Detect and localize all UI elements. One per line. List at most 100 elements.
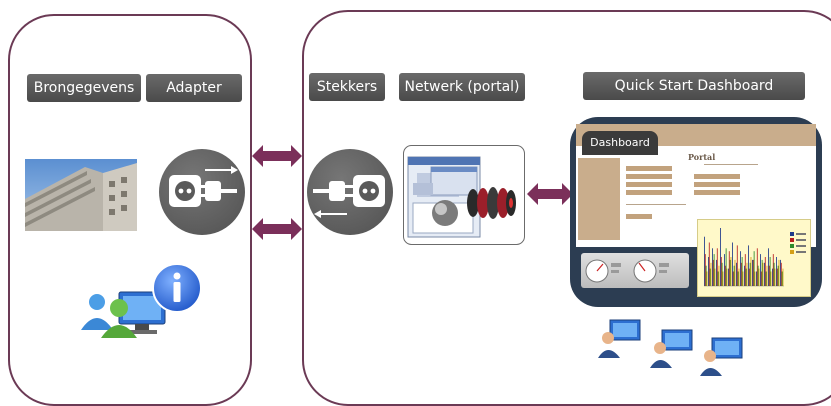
chart-bar xyxy=(728,251,730,286)
dashboard-button[interactable] xyxy=(626,182,672,187)
dashboard-gauges xyxy=(581,253,689,288)
chart-bar xyxy=(756,271,757,286)
dashboard-button[interactable] xyxy=(694,174,740,179)
dashboard-portal-heading: Portal xyxy=(688,152,716,162)
chart-bar xyxy=(732,242,733,286)
label-netwerk-portal: Netwerk (portal) xyxy=(399,73,525,101)
chart-bar xyxy=(712,259,714,286)
dashboard-text-line xyxy=(626,204,686,205)
chart-bar xyxy=(713,254,715,286)
chart-bar xyxy=(752,259,753,286)
chart-bar xyxy=(732,271,734,286)
chart-bar xyxy=(780,259,781,286)
chart-bar xyxy=(778,259,780,286)
chart-bar xyxy=(748,268,750,286)
chart-bar xyxy=(720,228,721,286)
dashboard-button[interactable] xyxy=(694,190,740,195)
dashboard-button[interactable] xyxy=(694,182,740,187)
double-arrow-icon xyxy=(252,145,302,167)
chart-legend-text xyxy=(796,239,806,241)
chart-bar xyxy=(734,259,736,286)
chart-bar xyxy=(712,248,713,286)
chart-bar xyxy=(716,259,717,286)
chart-bar xyxy=(752,259,754,286)
dashboard-button[interactable] xyxy=(626,190,672,195)
chart-bar xyxy=(769,257,771,286)
chart-bar xyxy=(770,271,772,286)
chart-bar xyxy=(708,257,709,286)
chart-bar xyxy=(704,236,705,286)
chart-bar xyxy=(764,262,765,286)
chart-bar xyxy=(716,248,718,286)
label-adapter: Adapter xyxy=(146,74,242,102)
dashboard-tab[interactable]: Dashboard xyxy=(582,131,658,155)
chart-bar xyxy=(777,265,779,286)
dashboard-button[interactable] xyxy=(626,214,652,219)
chart-legend-text xyxy=(796,251,806,253)
adapter-circle xyxy=(159,149,245,235)
label-brongegevens: Brongegevens xyxy=(27,74,141,102)
chart-bar xyxy=(744,254,746,286)
chart-bar xyxy=(705,265,707,286)
dashboard-button[interactable] xyxy=(626,166,672,171)
chart-legend-text xyxy=(796,245,806,247)
chart-bar xyxy=(718,265,720,286)
chart-bar xyxy=(772,268,773,286)
chart-bar xyxy=(710,262,712,286)
chart-bar xyxy=(776,268,778,286)
chart-bar xyxy=(750,257,752,286)
plug-socket-icon xyxy=(313,175,385,218)
chart-bar xyxy=(724,265,726,286)
chart-bar xyxy=(738,268,740,286)
dashboard-button[interactable] xyxy=(626,174,672,179)
chart-bar xyxy=(760,271,762,286)
chart-bar xyxy=(748,245,749,286)
chart-bar xyxy=(762,262,764,286)
double-arrow-icon xyxy=(252,218,302,240)
chart-bar xyxy=(761,259,763,286)
building-photo xyxy=(25,159,137,231)
chart-bar xyxy=(722,271,724,286)
dashboard-sidebar xyxy=(578,158,620,240)
chart-bar xyxy=(736,245,738,286)
chart-bar xyxy=(760,254,761,286)
chart-legend-swatch xyxy=(790,238,794,242)
chart-bar xyxy=(737,271,739,286)
chart-bar xyxy=(742,271,744,286)
chart-bar xyxy=(717,271,719,286)
chart-bar xyxy=(745,268,747,286)
chart-bar xyxy=(744,265,745,286)
chart-legend-text xyxy=(796,233,806,235)
portal-window-icon xyxy=(403,145,525,245)
chart-bar xyxy=(726,268,728,286)
chart-bar xyxy=(725,248,727,286)
chart-bar xyxy=(756,248,758,286)
chart-bar xyxy=(709,268,711,286)
chart-bar xyxy=(774,268,776,286)
chart-bar xyxy=(724,254,725,286)
chart-bar xyxy=(754,271,756,286)
chart-legend-swatch xyxy=(790,232,794,236)
chart-legend-swatch xyxy=(790,244,794,248)
dashboard-select[interactable] xyxy=(704,164,758,165)
chart-bar xyxy=(773,262,775,286)
chart-bar xyxy=(721,262,723,286)
chart-bar xyxy=(740,251,741,286)
chart-legend-swatch xyxy=(790,250,794,254)
chart-bar xyxy=(733,265,735,286)
dashboard-bar-chart xyxy=(697,219,811,297)
chart-bar xyxy=(728,268,729,286)
chart-bar xyxy=(753,251,755,286)
chart-bar xyxy=(768,248,769,286)
chart-bar xyxy=(782,268,784,286)
chart-bar xyxy=(749,262,751,286)
chart-bar xyxy=(729,259,731,286)
chart-bar xyxy=(736,262,737,286)
chart-bar xyxy=(746,262,748,286)
chart-bar xyxy=(781,271,783,286)
chart-bar xyxy=(730,257,732,286)
chart-bar xyxy=(708,242,710,286)
chart-bar xyxy=(740,262,742,286)
chart-bar xyxy=(758,268,760,286)
users-info-icon xyxy=(75,262,207,338)
